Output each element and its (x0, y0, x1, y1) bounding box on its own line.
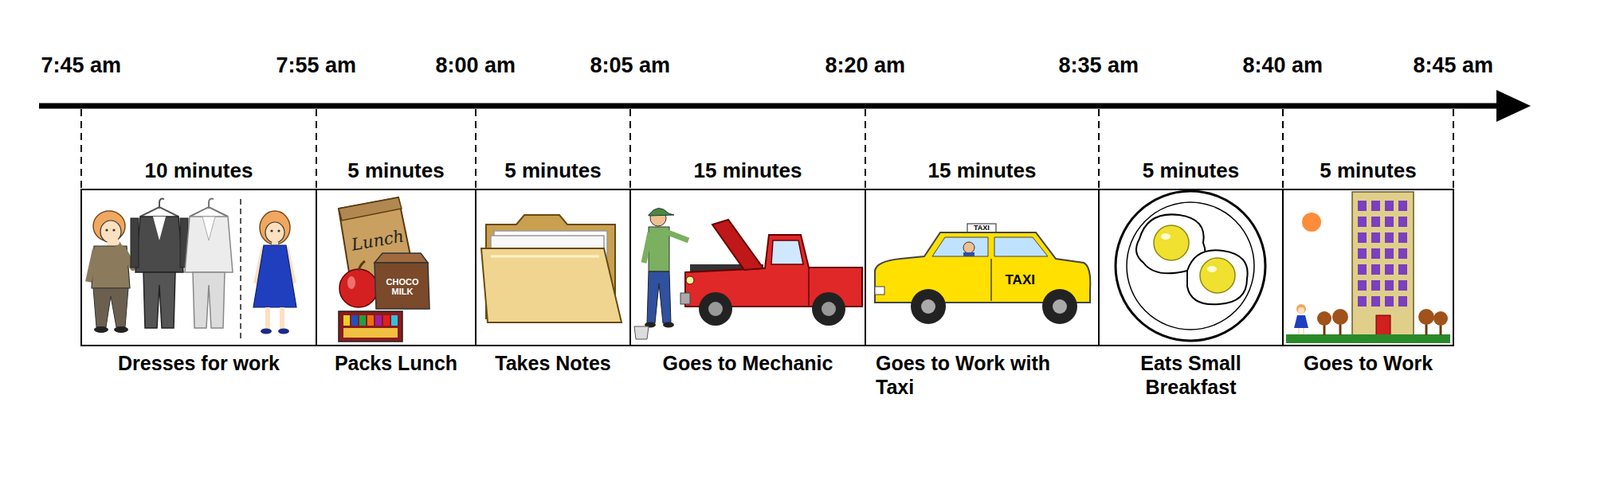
timeline-box: 5 minutesPacks Lunch (315, 188, 477, 347)
time-label: 8:00 am (435, 54, 517, 79)
carton-text: CHOCO MILK (379, 277, 426, 297)
activity-label: Packs Lunch (317, 351, 475, 376)
timeline-box: 5 minutesEats Small Breakfast (1098, 188, 1284, 347)
timeline-box: 5 minutesTakes Notes (474, 188, 632, 347)
timeline-box: 5 minutesGoes to Work (1282, 188, 1455, 347)
activity-label: Dresses for work (51, 351, 347, 376)
activity-label: Goes to Mechanic (632, 351, 864, 376)
duration-label: 5 minutes (1319, 158, 1416, 183)
time-label: 8:05 am (590, 54, 671, 79)
activity-label: Goes to Work (1284, 351, 1452, 376)
duration-label: 5 minutes (347, 158, 444, 183)
duration-label: 5 minutes (1142, 158, 1240, 183)
duration-label: 10 minutes (145, 158, 254, 183)
taxi-sign-text: TAXI (973, 224, 990, 233)
activity-label: Goes to Work with Taxi (875, 351, 1075, 400)
time-label: 7:45 am (41, 54, 122, 79)
duration-label: 5 minutes (504, 158, 601, 183)
duration-label: 15 minutes (694, 158, 803, 183)
time-label: 8:45 am (1413, 54, 1495, 79)
activity-label: Eats Small Breakfast (1111, 351, 1271, 400)
timeline-box: 15 minutesGoes to Mechanic (629, 188, 867, 347)
timeline-box: 15 minutesGoes to Work with Taxi (864, 188, 1100, 347)
duration-label: 15 minutes (928, 158, 1037, 183)
timeline-box: 10 minutesDresses for work (80, 188, 318, 347)
time-label: 7:55 am (276, 54, 357, 79)
time-label: 8:35 am (1058, 54, 1140, 79)
time-label: 8:40 am (1243, 54, 1324, 79)
activity-label: Takes Notes (477, 351, 629, 376)
time-label: 8:20 am (825, 54, 906, 79)
taxi-door-text: TAXI (1005, 273, 1036, 289)
